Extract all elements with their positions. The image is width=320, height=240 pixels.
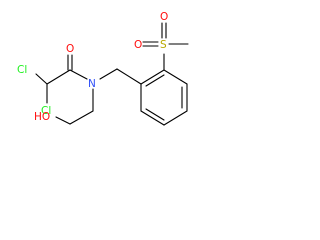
atom-s-sulfonyl: S — [160, 39, 167, 51]
ring-bond-2 — [163, 69, 188, 85]
bonds — [35, 22, 189, 126]
bond-c-oh — [55, 116, 71, 125]
atom-labels: Cl Cl O N HO S O O — [17, 11, 168, 123]
ring-bond-1 — [140, 69, 165, 85]
atom-n-amide: N — [88, 78, 96, 90]
ring-inner-3 — [145, 108, 165, 121]
bond-ethyl-cc — [69, 110, 94, 125]
bond-chc-cl-top — [35, 73, 48, 85]
ring-bond-4 — [163, 110, 188, 126]
atom-hydroxyl: HO — [34, 111, 50, 123]
atom-cl-top: Cl — [17, 64, 27, 76]
bond-chc-co — [46, 69, 71, 85]
atom-o-carbonyl: O — [66, 43, 74, 55]
atom-o-sulfonyl-top: O — [160, 11, 168, 23]
molecule-structure: Cl Cl O N HO S O O — [17, 11, 189, 126]
ring-inner-1 — [145, 74, 165, 87]
atom-o-sulfonyl-left: O — [134, 39, 142, 51]
ring-bond-5 — [140, 110, 165, 126]
bond-n-ch2 — [99, 68, 118, 80]
bond-ch2-ring — [116, 68, 142, 85]
bond-co-n — [69, 69, 88, 80]
atom-cl-bottom: Cl — [41, 105, 51, 117]
